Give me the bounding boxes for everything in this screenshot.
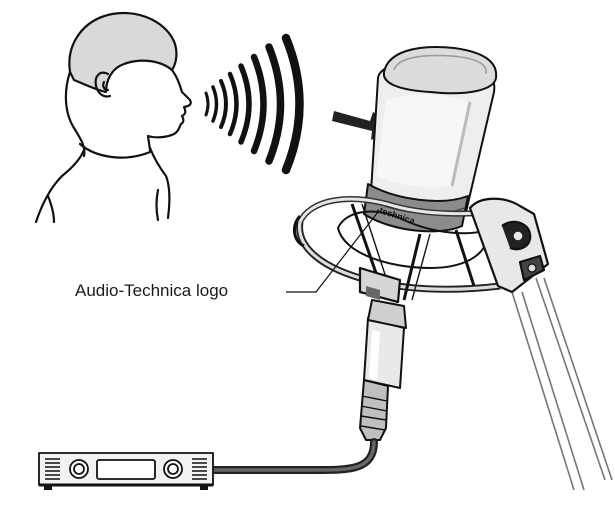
logo-callout-label: Audio-Technica logo	[75, 281, 229, 300]
stand-legs	[511, 277, 613, 491]
condenser-microphone-icon	[359, 46, 498, 441]
xlr-cable	[208, 438, 378, 474]
sound-waves-icon	[204, 33, 304, 175]
shock-mount-icon	[293, 196, 550, 304]
logo-callout-leader	[286, 211, 379, 293]
person-speaking-icon	[34, 11, 192, 224]
audio-interface-icon	[38, 452, 214, 490]
